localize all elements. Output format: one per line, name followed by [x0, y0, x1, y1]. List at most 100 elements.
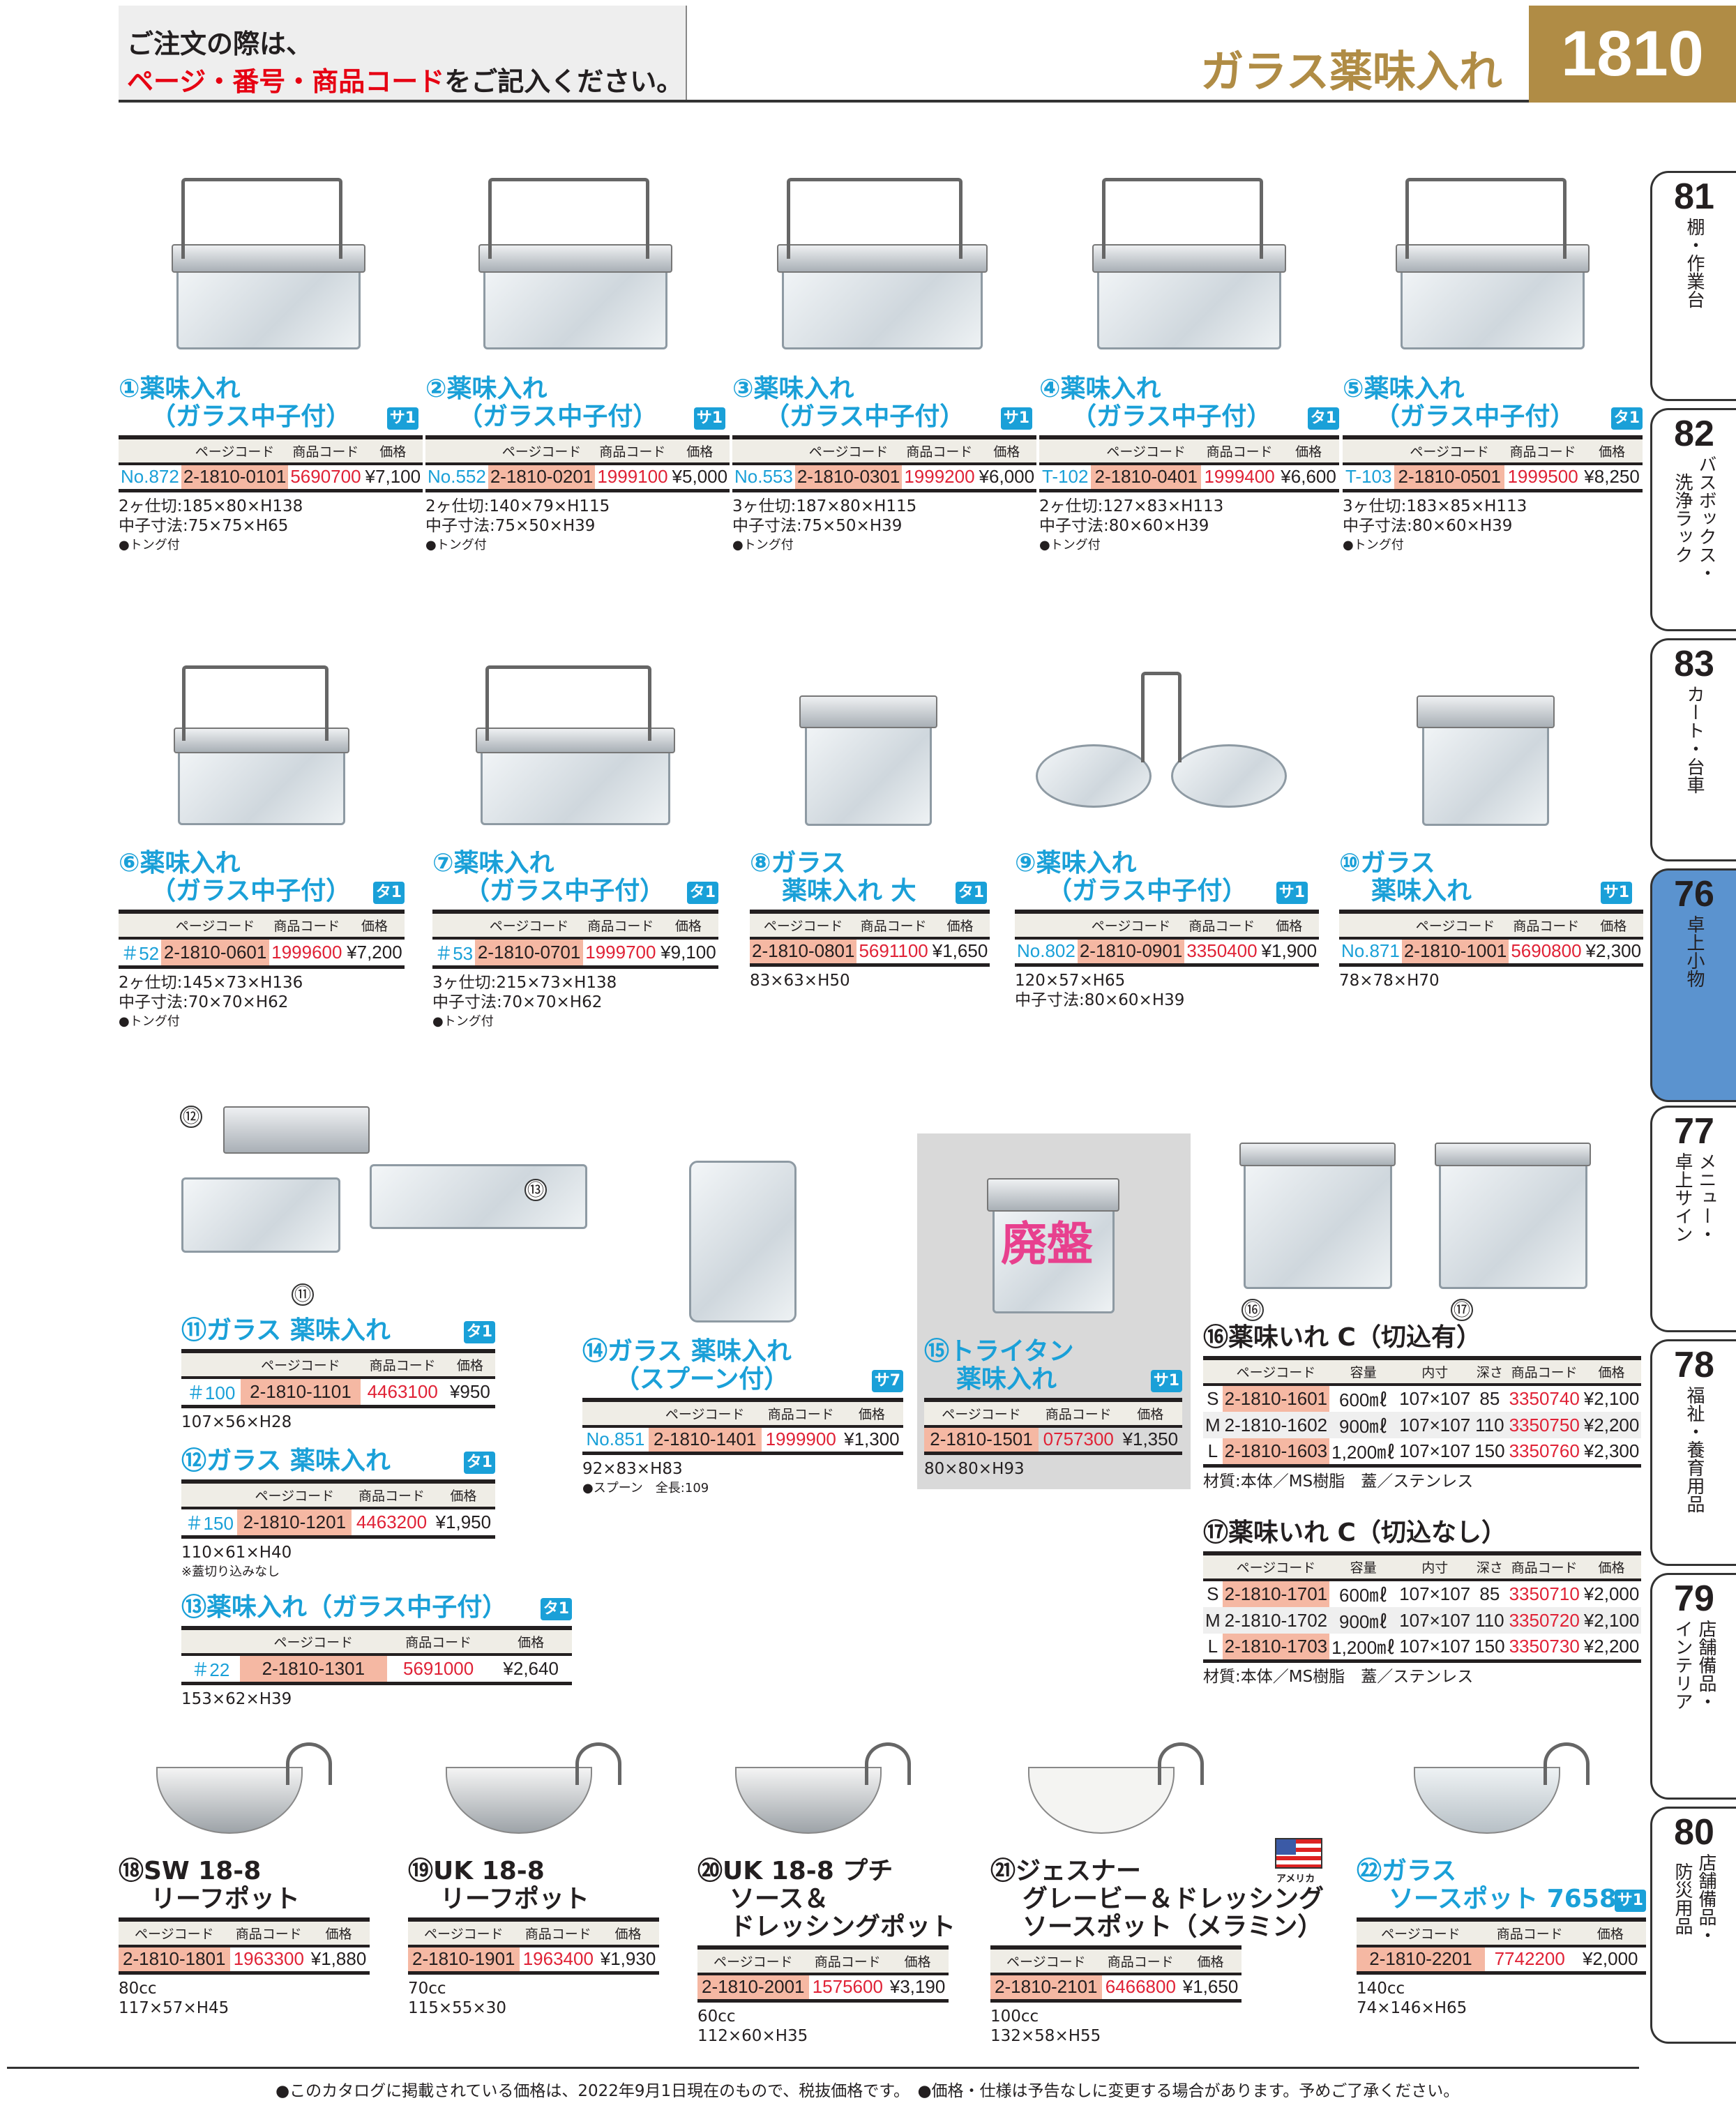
product-code: 3350740 — [1509, 1388, 1580, 1409]
product-number: ⑥ — [119, 849, 140, 877]
product-image[interactable] — [181, 1095, 600, 1311]
model-number: T-103 — [1345, 466, 1392, 488]
product-image[interactable] — [429, 1730, 638, 1852]
product-image[interactable] — [1395, 663, 1576, 844]
product-number: ⑦ — [432, 849, 454, 877]
model-number: L — [1207, 1636, 1218, 1657]
product-code: 1999100 — [597, 466, 668, 488]
product-title-line: ⑬薬味入れ（ガラス中子付） — [181, 1594, 536, 1622]
product-image[interactable] — [1378, 167, 1608, 370]
image-label-17: ⑰ — [1451, 1299, 1473, 1321]
product-number: ⑯ — [1203, 1323, 1229, 1352]
product-title-text: SW 18-8 — [144, 1857, 262, 1885]
product-title-text: ガラス — [1382, 1857, 1457, 1885]
model-number: No.851 — [586, 1429, 645, 1450]
cell: 107×107 — [1399, 1440, 1471, 1461]
price: ¥9,100 — [661, 942, 716, 963]
product-image[interactable] — [139, 1730, 349, 1852]
table-header-row: ページコード商品コード価格 — [119, 437, 423, 465]
product-image[interactable] — [460, 167, 690, 370]
product-title-line: ⑩ガラス — [1339, 850, 1596, 877]
spec-line: 110×61×H40 — [181, 1544, 292, 1562]
spec-line: 中子寸法:75×75×H65 — [119, 516, 289, 535]
product-image-part — [446, 1766, 592, 1834]
spec-line: 78×78×H70 — [1339, 971, 1440, 990]
table-header-cell — [582, 1400, 649, 1428]
side-tab-label-text: インテリア — [1672, 1620, 1693, 1710]
page-code: 2-1810-1401 — [648, 1426, 762, 1453]
price: ¥2,640 — [503, 1658, 559, 1679]
product-image-part — [1439, 1152, 1587, 1289]
product-image[interactable] — [153, 167, 384, 370]
product-image[interactable] — [1074, 167, 1304, 370]
product-image-part — [1141, 672, 1182, 762]
product-image[interactable] — [457, 656, 694, 844]
product-image-part — [182, 665, 329, 741]
product-image[interactable] — [718, 1730, 928, 1852]
product-code: 5690800 — [1511, 940, 1582, 962]
product-title-line: ⑦薬味入れ — [432, 850, 682, 877]
spec-note: ●トング付 — [732, 537, 794, 552]
product-title: ⑩ガラス薬味入れサ1 — [1339, 850, 1632, 905]
spec-line: 2ヶ仕切:140×79×H115 — [425, 497, 610, 515]
table-header-row: ページコード容量内寸深さ商品コード価格 — [1203, 1553, 1642, 1581]
table-header-cell — [1015, 912, 1078, 940]
product-image[interactable] — [1224, 1123, 1615, 1318]
product-title-line: （スプーン付） — [614, 1365, 790, 1394]
table-header-row: ページコード商品コード価格 — [181, 1628, 572, 1656]
product-image[interactable] — [157, 656, 366, 844]
table-header-row: ページコード商品コード価格 — [119, 912, 405, 940]
product-title-line: ⑫ガラス 薬味入れ — [181, 1447, 459, 1475]
table-header-cell: 価格 — [976, 437, 1037, 465]
product-title: ⑳UK 18-8 プチソース＆ドレッシングポット — [697, 1857, 956, 1941]
product-image[interactable] — [1036, 663, 1287, 844]
supplier-badge: タ1 — [686, 882, 718, 904]
product-number: ⑪ — [181, 1316, 207, 1345]
product-number: ⑱ — [119, 1857, 144, 1885]
order-notice-highlight: ページ・番号・商品コード — [127, 66, 445, 97]
section-title: ガラス薬味入れ — [1200, 46, 1502, 97]
table-header-cell: 商品コード — [288, 437, 363, 465]
product-image[interactable] — [757, 167, 1008, 370]
product-title-line: ③薬味入れ — [732, 375, 996, 403]
supplier-badge: サ7 — [871, 1370, 903, 1392]
table-header-row: ページコード商品コード価格 — [582, 1400, 903, 1428]
spec-line: 100cc — [990, 2007, 1039, 2026]
product-image[interactable] — [1397, 1730, 1606, 1852]
product-code: 3350760 — [1509, 1440, 1580, 1461]
page-code: 2-1810-2101 — [990, 1974, 1102, 2000]
price: ¥2,000 — [1582, 1948, 1638, 1970]
product-image[interactable] — [666, 1130, 820, 1332]
model-number: No.872 — [121, 466, 179, 488]
cell: 600㎖ — [1338, 1389, 1388, 1410]
spec-line: 2ヶ仕切:127×83×H113 — [1039, 497, 1224, 515]
table-header-cell: ページコード — [1357, 1920, 1485, 1947]
model-number: ＃100 — [186, 1382, 236, 1403]
product-image[interactable] — [778, 663, 959, 844]
side-tab-number: 82 — [1674, 414, 1714, 454]
product-number: ⑧ — [750, 849, 771, 877]
page-code: 2-1810-1603 — [1222, 1438, 1330, 1466]
product-image[interactable] — [1011, 1730, 1221, 1852]
spec-line: 74×146×H65 — [1357, 1998, 1467, 2017]
product-image[interactable] — [966, 1144, 1140, 1332]
